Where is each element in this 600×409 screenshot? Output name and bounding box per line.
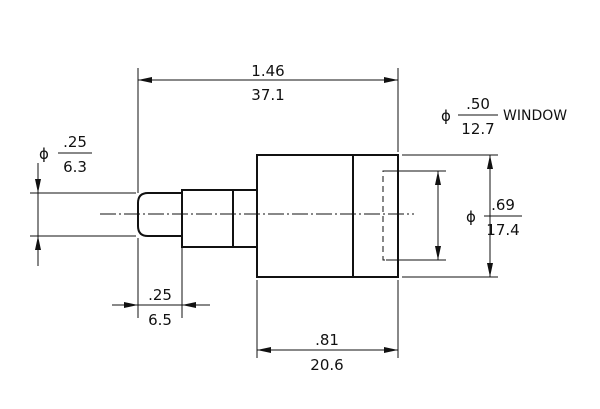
phi-symbol: ϕ [466,208,476,226]
phi-symbol: ϕ [39,145,49,163]
part-window-hidden [382,170,398,261]
dim-tip-dia-inch: .25 [63,133,87,151]
dim-body-len-inch: .81 [315,331,339,349]
dim-tip-diameter: ϕ .25 6.3 [30,133,136,266]
arrowhead [35,236,41,250]
dim-body-diameter: ϕ .69 17.4 [402,154,522,278]
part-body [256,154,399,278]
dim-window-inch: .50 [466,95,490,113]
dim-body-length: .81 20.6 [256,280,399,374]
arrowhead [138,77,152,83]
dim-overall-length: 1.46 37.1 [137,62,399,193]
dim-overall-mm: 37.1 [251,86,284,104]
dim-tip-len-inch: .25 [148,286,172,304]
arrowhead [182,302,196,308]
dim-tip-len-mm: 6.5 [148,311,172,329]
dim-body-dia-inch: .69 [491,196,515,214]
window-label: WINDOW [503,108,567,124]
dim-window-mm: 12.7 [461,120,494,138]
arrowhead [435,171,441,185]
dim-body-len-mm: 20.6 [310,356,343,374]
arrowhead [435,246,441,260]
arrowhead [124,302,138,308]
phi-symbol: ϕ [441,107,451,125]
part-shaft [181,189,258,248]
arrowhead [35,179,41,193]
part-outline [137,154,399,278]
dim-window-diameter: ϕ .50 12.7 WINDOW [386,95,567,261]
arrowhead [487,155,493,169]
arrowhead [487,263,493,277]
arrowhead [384,347,398,353]
dim-overall-inch: 1.46 [251,62,284,80]
dim-body-dia-mm: 17.4 [486,221,519,239]
arrowhead [257,347,271,353]
dim-tip-length: .25 6.5 [112,238,210,329]
dim-tip-dia-mm: 6.3 [63,158,87,176]
arrowhead [384,77,398,83]
